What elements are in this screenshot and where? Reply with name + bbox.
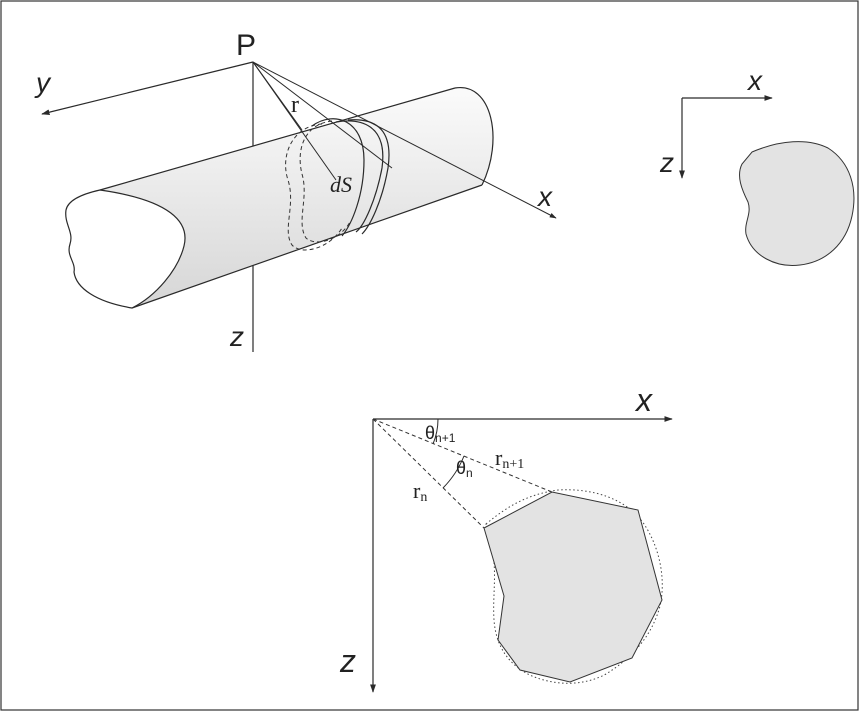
cylinder-body [100,87,494,308]
cross-section-panel: x z [659,65,855,266]
theta-n1-arc [432,418,439,445]
r-n-label: rn [413,478,427,505]
ring-solid-2 [335,120,384,233]
cylinder-bottom-edge [131,184,483,309]
cylinder-top-edge [99,87,456,191]
x-axis-line [252,61,557,219]
radius-label: r [291,92,299,118]
x-axis-label: x [536,181,553,212]
ray-p-to-ring [252,61,393,169]
y-axis-line [41,61,254,116]
x-axis-label-bottom: x [634,382,653,418]
z-axis-label-bottom: z [339,643,356,679]
cylinder-panel: P y x z r dS [34,29,557,352]
ray-p-to-cap [252,61,303,131]
y-axis-label: y [34,67,52,98]
cross-section-dashed-outer [285,123,343,251]
cross-section-dashed-inner [299,120,351,243]
polygon-shape [483,491,663,683]
cylinder-left-cap [65,189,186,309]
z-axis-label-small: z [659,147,674,178]
radius-n1-line [372,418,553,493]
true-contour-dotted [485,489,663,684]
radius-n-line [372,418,485,529]
theta-n-label: θn [456,458,473,480]
theta-n-arc [442,455,465,489]
cross-section-shape [739,141,855,266]
ds-label: dS [330,172,352,197]
cylinder-right-cap [454,87,494,186]
z-axis-label: z [229,321,244,352]
polygon-panel: x z θn+1 θn rn+1 rn [339,382,673,693]
point-p-label: P [236,29,256,62]
r-n1-label: rn+1 [495,445,524,472]
theta-n1-label: θn+1 [425,423,456,445]
ring-solid-1 [311,118,365,237]
x-axis-label-small: x [746,65,763,96]
